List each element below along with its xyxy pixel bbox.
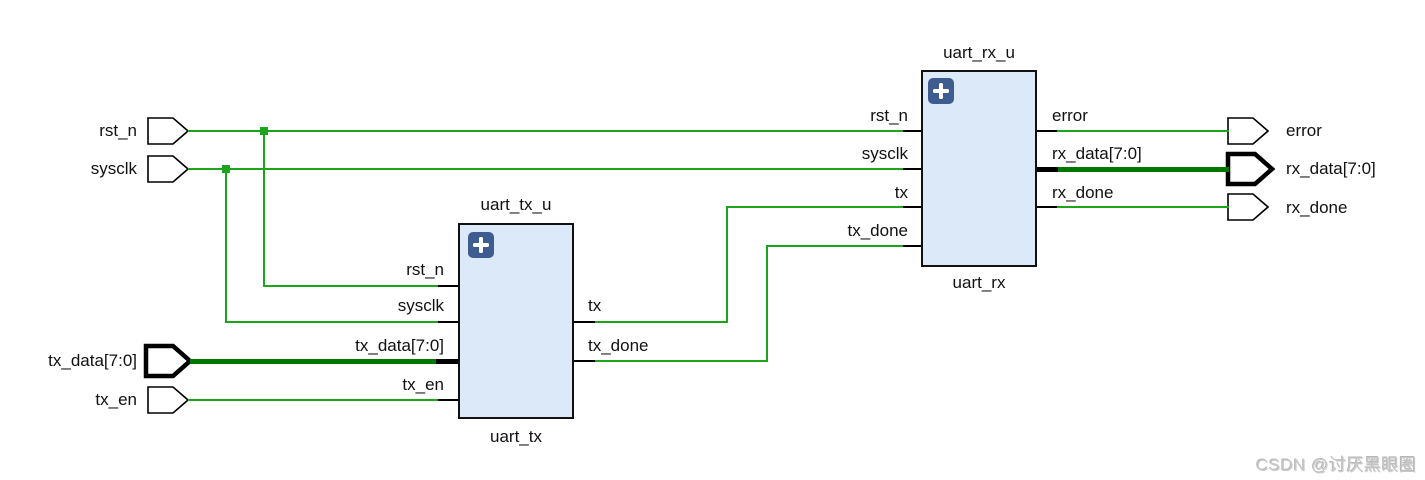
pin-label-uart-tx-tx-done: tx_done bbox=[588, 336, 649, 355]
pin-label-uart-rx-sysclk: sysclk bbox=[861, 144, 908, 163]
net-rst-n-branch-h[interactable] bbox=[263, 285, 439, 287]
pin-label-uart-tx-tx-en: tx_en bbox=[402, 375, 444, 394]
input-port-label-tx-data: tx_data[7:0] bbox=[48, 351, 137, 370]
input-port-label-sysclk: sysclk bbox=[90, 159, 137, 178]
output-port-symbol-error[interactable] bbox=[1227, 117, 1269, 145]
net-tx-seg-a[interactable] bbox=[594, 321, 728, 323]
net-rx-done[interactable] bbox=[1056, 206, 1229, 208]
net-tx-data-bus[interactable] bbox=[190, 359, 438, 364]
net-tx-en[interactable] bbox=[188, 399, 439, 401]
pin-label-uart-tx-tx-data: tx_data[7:0] bbox=[355, 336, 444, 355]
net-tx-done-seg-a[interactable] bbox=[594, 360, 768, 362]
pin-stub-uart-tx-tx-data[interactable] bbox=[436, 359, 478, 364]
pin-label-uart-rx-error: error bbox=[1052, 106, 1088, 125]
pin-label-uart-rx-tx-done: tx_done bbox=[847, 221, 909, 240]
pin-stub-uart-rx-rx-data[interactable] bbox=[1016, 167, 1058, 172]
plus-icon-bar bbox=[479, 237, 483, 253]
pin-label-uart-rx-tx: tx bbox=[894, 183, 908, 202]
pin-label-uart-rx-rx-done: rx_done bbox=[1052, 183, 1114, 202]
pin-stub-uart-tx-tx[interactable] bbox=[555, 321, 595, 323]
net-error[interactable] bbox=[1056, 130, 1229, 132]
output-port-label-error: error bbox=[1286, 121, 1322, 140]
input-port-symbol-rst-n[interactable] bbox=[147, 117, 189, 145]
net-rx-data-bus[interactable] bbox=[1056, 167, 1229, 172]
pin-label-uart-tx-rst-n: rst_n bbox=[406, 260, 444, 279]
pin-label-uart-rx-rst-n: rst_n bbox=[870, 106, 908, 125]
output-port-label-rx-data: rx_data[7:0] bbox=[1286, 159, 1376, 178]
net-rst-n-main[interactable] bbox=[188, 130, 904, 132]
input-port-label-rst-n: rst_n bbox=[99, 121, 137, 140]
module-name-uart-rx: uart_rx bbox=[952, 273, 1006, 292]
net-tx-seg-v[interactable] bbox=[726, 206, 728, 323]
pin-label-uart-tx-tx: tx bbox=[588, 296, 602, 315]
net-tx-done-seg-b[interactable] bbox=[766, 245, 904, 247]
net-rst-n-branch-v[interactable] bbox=[263, 130, 265, 287]
output-port-label-rx-done: rx_done bbox=[1286, 198, 1348, 217]
net-sysclk-branch-h[interactable] bbox=[225, 321, 439, 323]
pin-stub-uart-tx-tx-done[interactable] bbox=[555, 360, 595, 362]
input-port-symbol-sysclk[interactable] bbox=[147, 155, 189, 183]
module-name-uart-tx: uart_tx bbox=[490, 427, 542, 446]
input-port-symbol-tx-data-bus[interactable] bbox=[143, 343, 193, 379]
input-port-label-tx-en: tx_en bbox=[95, 390, 137, 409]
output-port-symbol-rx-done[interactable] bbox=[1227, 193, 1269, 221]
pin-stub-uart-rx-error[interactable] bbox=[1017, 130, 1057, 132]
net-junction-sysclk bbox=[222, 165, 230, 173]
pin-stub-uart-rx-rx-done[interactable] bbox=[1017, 206, 1057, 208]
plus-icon[interactable] bbox=[468, 232, 494, 258]
instance-title-uart-rx-u: uart_rx_u bbox=[943, 43, 1015, 62]
net-tx-done-seg-v[interactable] bbox=[766, 245, 768, 362]
net-sysclk-branch-v[interactable] bbox=[225, 168, 227, 323]
net-tx-seg-b[interactable] bbox=[726, 206, 904, 208]
input-port-symbol-tx-en[interactable] bbox=[147, 386, 189, 414]
plus-icon[interactable] bbox=[928, 78, 954, 104]
csdn-watermark: CSDN @讨厌黑眼圈 bbox=[1256, 456, 1417, 475]
plus-icon-bar bbox=[939, 83, 943, 99]
net-sysclk-main[interactable] bbox=[188, 168, 904, 170]
output-port-symbol-rx-data-bus[interactable] bbox=[1225, 151, 1275, 187]
pin-label-uart-rx-rx-data: rx_data[7:0] bbox=[1052, 144, 1142, 163]
net-junction-rst-n bbox=[260, 127, 268, 135]
pin-label-uart-tx-sysclk: sysclk bbox=[397, 296, 444, 315]
instance-title-uart-tx-u: uart_tx_u bbox=[480, 195, 552, 214]
